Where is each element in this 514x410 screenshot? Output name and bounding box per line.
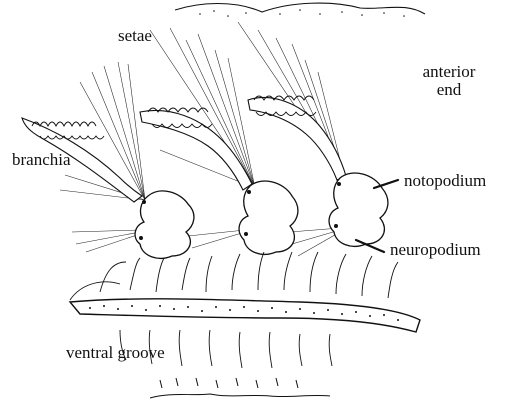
branchia-3 xyxy=(248,96,346,180)
dorsal-body-outline xyxy=(175,3,425,17)
ventral-groove-label: ventral groove xyxy=(66,344,165,362)
ventral-body xyxy=(150,378,330,398)
setae-label: setae xyxy=(118,27,152,45)
anterior-end-label: anterior end xyxy=(414,63,484,99)
ventral-groove-band xyxy=(70,299,420,332)
parapodia xyxy=(135,173,388,258)
branchiae xyxy=(22,96,346,202)
branchia-label: branchia xyxy=(12,151,71,169)
neuropodium-label: neuropodium xyxy=(390,241,481,259)
notopodium-label: notopodium xyxy=(404,172,486,190)
